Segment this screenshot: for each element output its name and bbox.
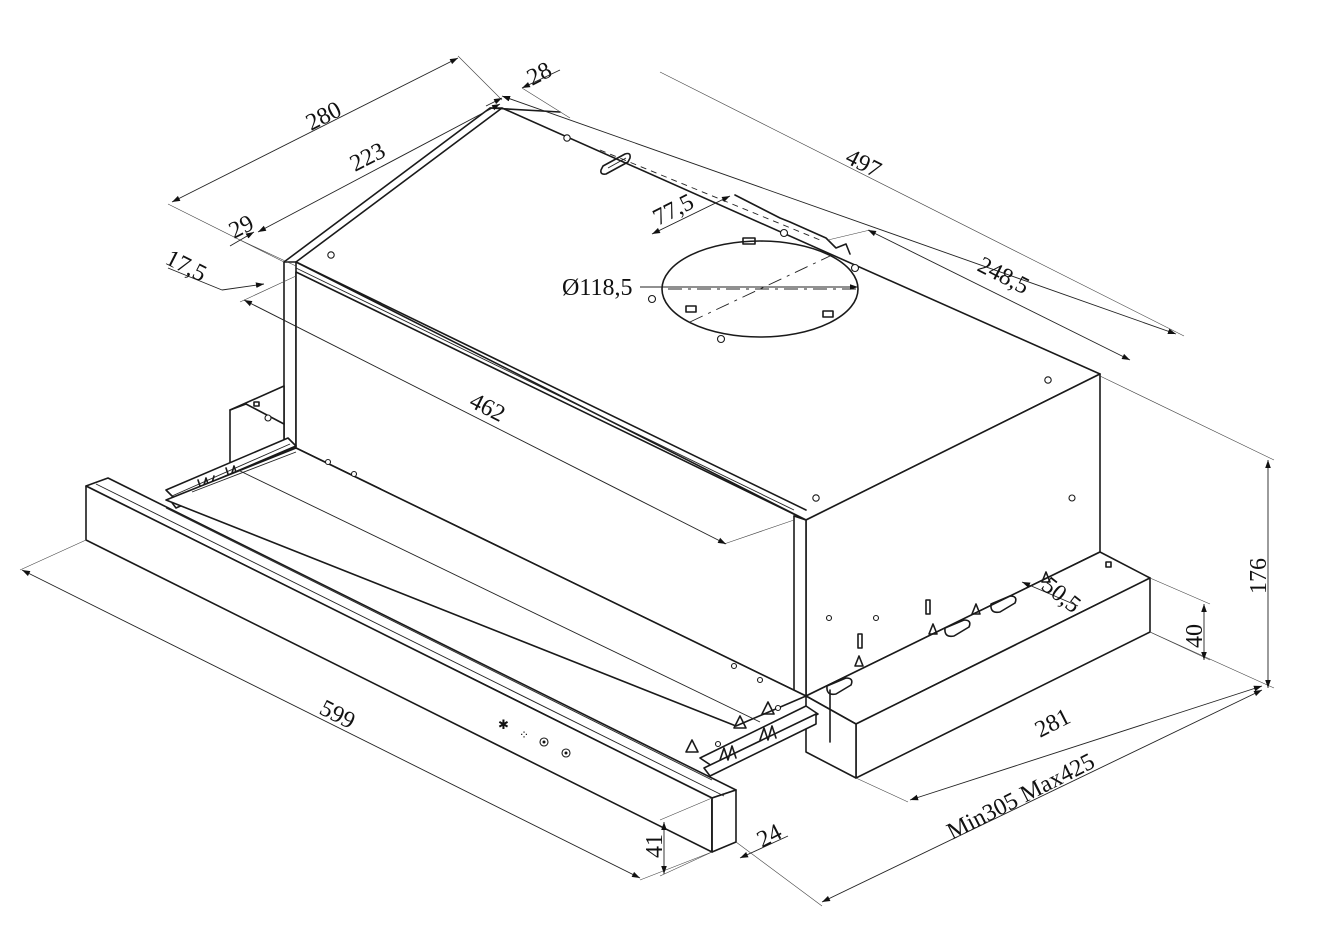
dimension-lines bbox=[19, 55, 1275, 907]
left-side-panel bbox=[283, 261, 297, 449]
dim-min305-max425: Min305 Max425 bbox=[943, 749, 1099, 846]
dim-223: 223 bbox=[346, 138, 390, 178]
light-icon: ✱ bbox=[498, 718, 509, 733]
dim-17-5: 17,5 bbox=[161, 245, 210, 287]
dim-280: 280 bbox=[302, 97, 346, 137]
dim-497: 497 bbox=[841, 144, 885, 184]
rail-screws bbox=[854, 571, 1051, 667]
dim-28: 28 bbox=[523, 57, 556, 91]
dim-599: 599 bbox=[315, 695, 359, 735]
fan-icon: ⁘ bbox=[519, 728, 529, 742]
dim-29: 29 bbox=[225, 210, 258, 244]
dim-24: 24 bbox=[753, 819, 786, 853]
dim-281: 281 bbox=[1031, 704, 1075, 744]
dim-176: 176 bbox=[1246, 558, 1272, 594]
dim-248-5: 248,5 bbox=[973, 252, 1033, 300]
dim-diameter-118-5: Ø118,5 bbox=[562, 275, 632, 301]
dim-41: 41 bbox=[642, 834, 668, 858]
dim-40: 40 bbox=[1182, 624, 1208, 648]
